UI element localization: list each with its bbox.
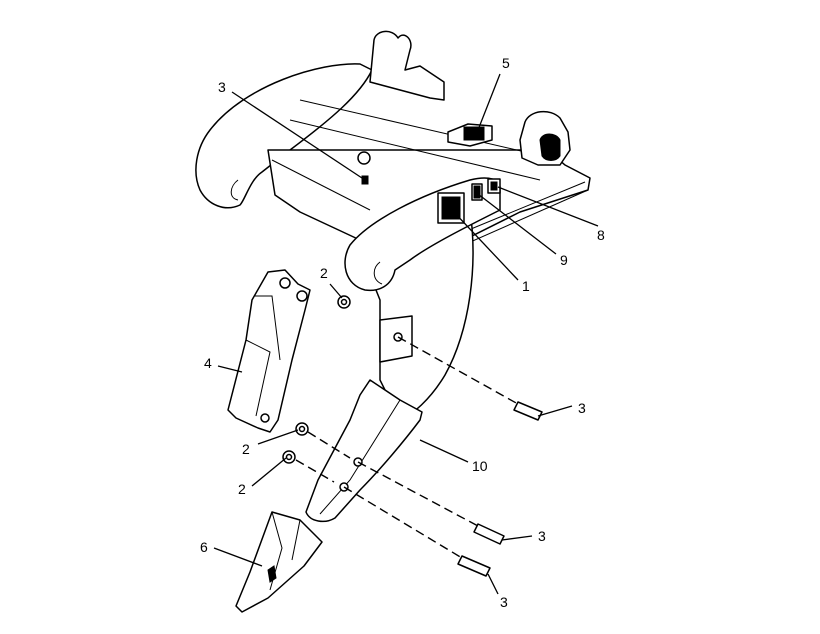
ripper-frame <box>195 30 591 421</box>
callout-3-mid: 3 <box>538 528 546 544</box>
leader-lines <box>213 73 599 595</box>
callout-7: 3 <box>218 79 226 95</box>
callout-3-low: 3 <box>500 594 508 610</box>
rear-lifting-lug <box>369 30 445 101</box>
callout-labels: 3 5 8 9 1 2 4 2 2 10 3 3 3 6 <box>200 55 605 610</box>
tip <box>235 511 323 613</box>
rear-hook-plate <box>195 63 373 209</box>
callout-2-low: 2 <box>238 481 246 497</box>
callout-9: 9 <box>560 252 568 268</box>
callout-4: 4 <box>204 355 212 371</box>
callout-10: 10 <box>472 458 488 474</box>
callout-6: 5 <box>502 55 510 71</box>
washers <box>282 295 351 464</box>
callout-1: 1 <box>522 278 530 294</box>
callout-2-top: 2 <box>320 265 328 281</box>
alignment-lines <box>295 336 519 559</box>
guard <box>227 269 311 433</box>
tip-adapter <box>305 379 423 523</box>
callout-5: 6 <box>200 539 208 555</box>
callout-8: 8 <box>597 227 605 243</box>
callout-3-top: 3 <box>578 400 586 416</box>
callout-2-mid: 2 <box>242 441 250 457</box>
pins <box>457 401 543 577</box>
